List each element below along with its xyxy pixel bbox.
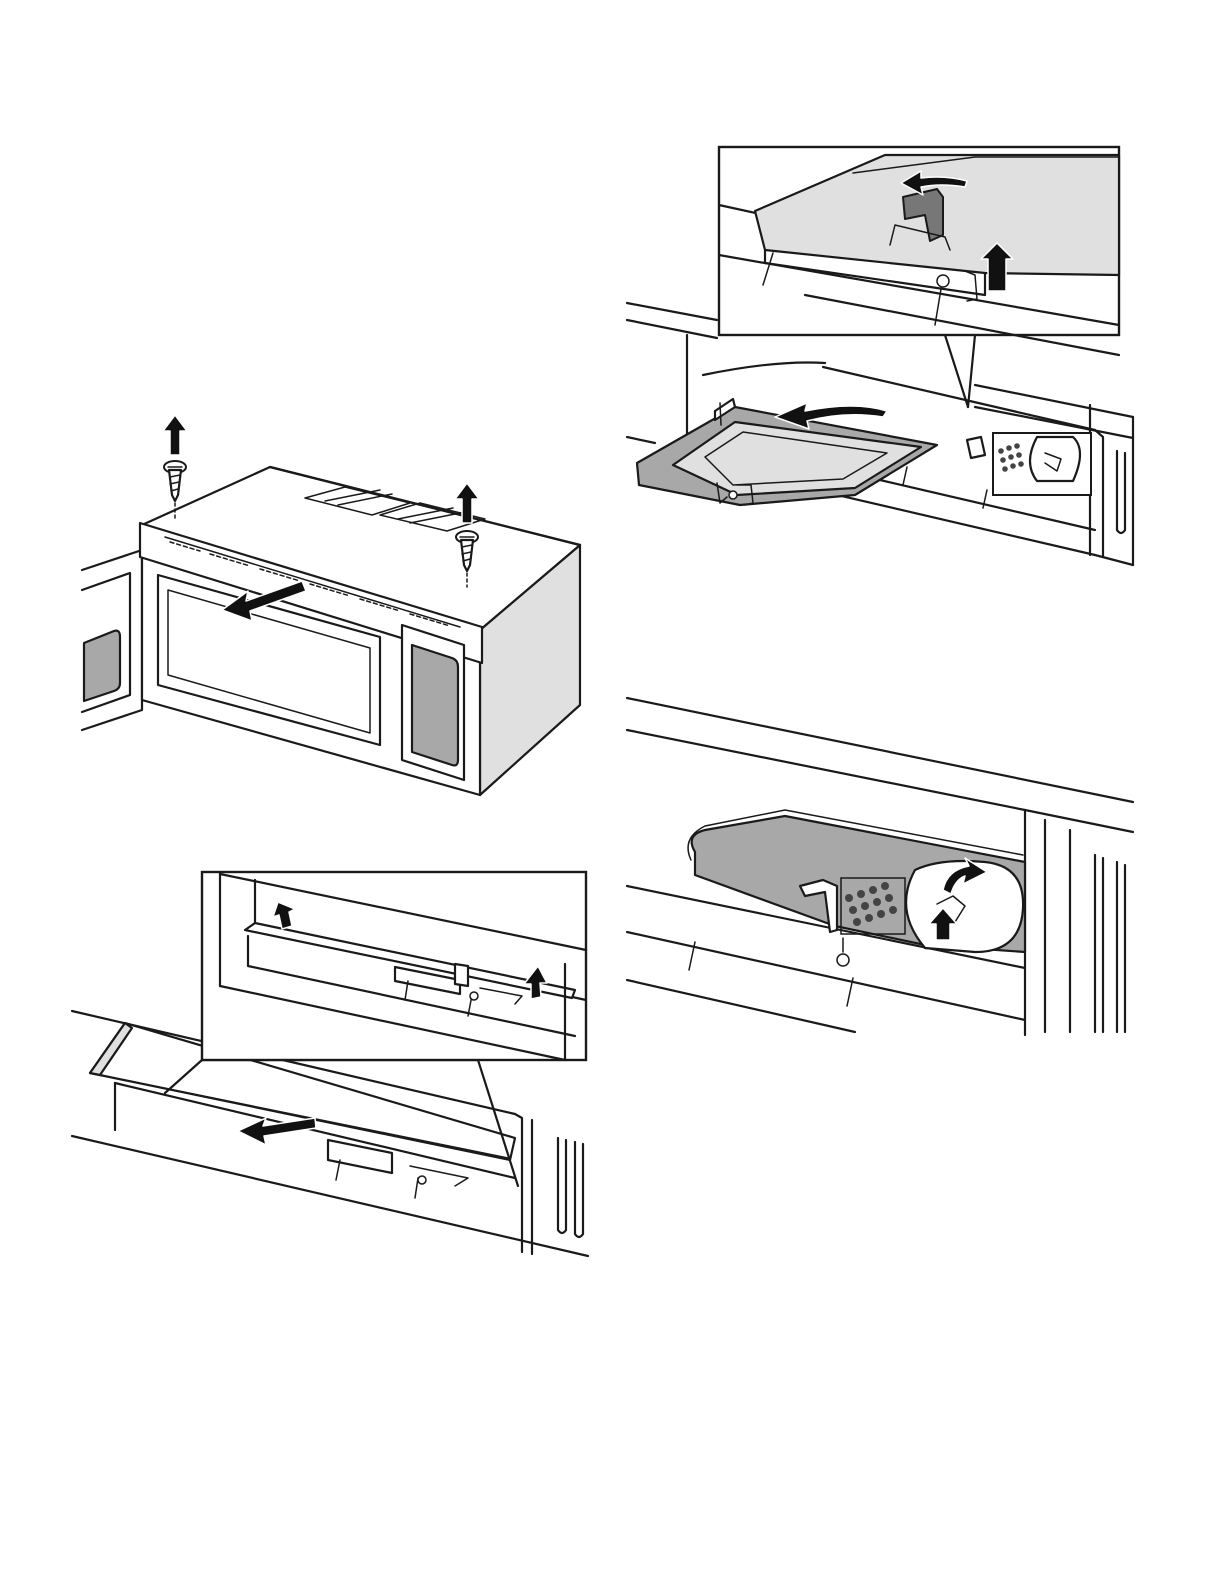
zoom-inset xyxy=(202,872,586,1060)
arrow-up-icon xyxy=(163,415,187,455)
lamp-bulb xyxy=(993,433,1091,495)
figure-open-lamp-cover xyxy=(625,145,1135,570)
figure-replace-lamp-bulb xyxy=(625,690,1135,1040)
figure-open-lower-panel xyxy=(70,868,590,1263)
figure-remove-mounting-screws xyxy=(80,405,590,805)
control-panel xyxy=(402,625,464,780)
left-cabinet xyxy=(82,550,142,730)
